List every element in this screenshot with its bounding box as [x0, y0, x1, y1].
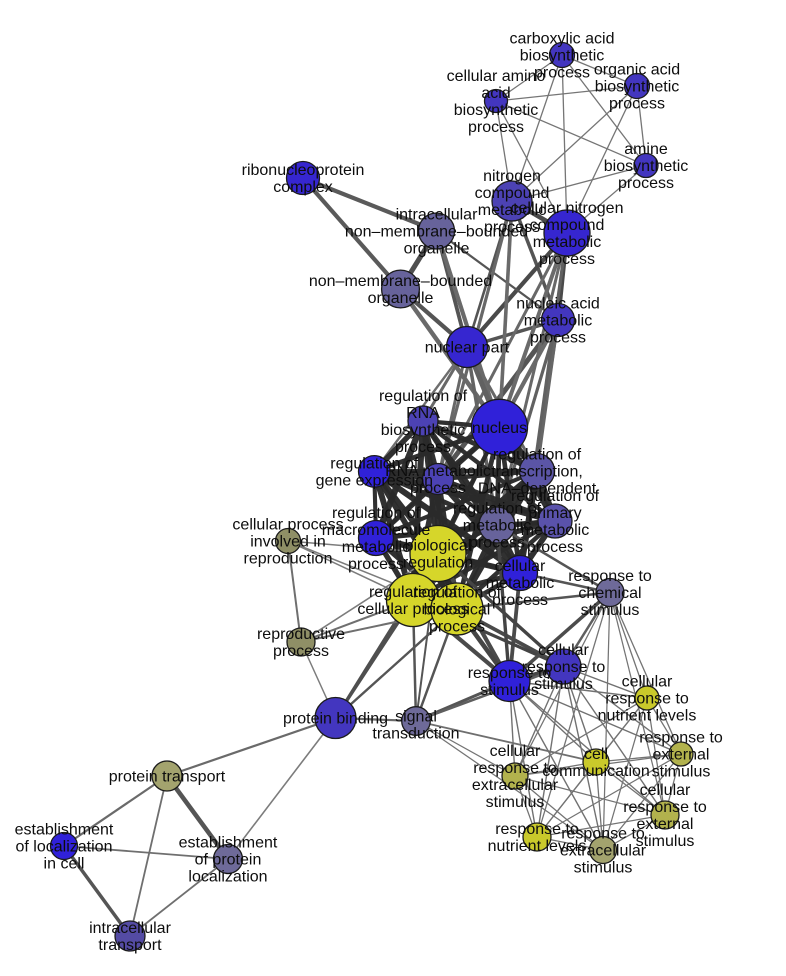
svg-text:ribonucleoprotein: ribonucleoprotein: [242, 162, 365, 179]
svg-text:regulation: regulation: [403, 555, 473, 572]
svg-text:in cell: in cell: [44, 856, 85, 873]
svg-text:nitrogen: nitrogen: [483, 168, 541, 185]
svg-text:carboxylic acid: carboxylic acid: [510, 31, 615, 48]
svg-text:RNA metabolic: RNA metabolic: [385, 463, 491, 480]
svg-text:localization: localization: [188, 869, 267, 886]
svg-text:biosynthetic: biosynthetic: [454, 102, 539, 119]
svg-text:protein binding: protein binding: [283, 711, 388, 728]
svg-text:nucleus: nucleus: [472, 420, 527, 437]
svg-text:organelle: organelle: [368, 290, 434, 307]
svg-text:biosynthetic: biosynthetic: [595, 79, 680, 96]
svg-text:process: process: [539, 251, 595, 268]
svg-text:reproductive: reproductive: [257, 626, 345, 643]
svg-text:cellular: cellular: [538, 642, 589, 659]
svg-text:stimulus: stimulus: [534, 676, 593, 693]
svg-text:nutrient levels: nutrient levels: [598, 708, 697, 725]
svg-text:organelle: organelle: [404, 241, 470, 258]
svg-text:cellular nitrogen: cellular nitrogen: [511, 200, 624, 217]
svg-text:establishment: establishment: [179, 835, 278, 852]
svg-text:protein transport: protein transport: [109, 769, 226, 786]
svg-text:transduction: transduction: [372, 726, 459, 743]
svg-text:RNA: RNA: [406, 405, 440, 422]
svg-text:regulation of: regulation of: [493, 447, 582, 464]
svg-text:intracellular: intracellular: [89, 920, 171, 937]
svg-text:process: process: [410, 480, 466, 497]
svg-text:involved in: involved in: [250, 534, 326, 551]
svg-text:complex: complex: [273, 179, 333, 196]
svg-text:regulation of: regulation of: [379, 388, 468, 405]
svg-text:process: process: [530, 330, 586, 347]
svg-text:organic acid: organic acid: [594, 62, 680, 79]
svg-text:signal: signal: [395, 709, 437, 726]
svg-text:response to: response to: [605, 691, 689, 708]
svg-text:response to: response to: [568, 568, 652, 585]
svg-text:transport: transport: [98, 937, 162, 954]
svg-text:process: process: [395, 439, 451, 456]
svg-text:stimulus: stimulus: [581, 602, 640, 619]
svg-text:intracellular: intracellular: [396, 207, 478, 224]
svg-text:stimulus: stimulus: [480, 682, 539, 699]
svg-text:stimulus: stimulus: [486, 794, 545, 811]
svg-text:regulation of: regulation of: [511, 488, 600, 505]
svg-text:establishment: establishment: [15, 822, 114, 839]
svg-text:response to: response to: [522, 659, 606, 676]
svg-text:biological: biological: [405, 538, 472, 555]
svg-text:process: process: [348, 556, 404, 573]
svg-text:amine: amine: [624, 141, 668, 158]
svg-text:nuclear part: nuclear part: [425, 340, 510, 357]
svg-text:external: external: [637, 816, 694, 833]
svg-text:external: external: [653, 747, 710, 764]
svg-text:non–membrane–bounded: non–membrane–bounded: [345, 224, 528, 241]
svg-text:stimulus: stimulus: [574, 860, 633, 877]
svg-text:primary: primary: [528, 505, 581, 522]
svg-text:reproduction: reproduction: [244, 551, 333, 568]
svg-text:process: process: [469, 535, 525, 552]
svg-text:chemical: chemical: [578, 585, 641, 602]
svg-text:response to: response to: [639, 730, 723, 747]
svg-text:response to: response to: [561, 826, 645, 843]
svg-text:extracellular: extracellular: [560, 843, 647, 860]
svg-text:process: process: [429, 619, 485, 636]
svg-text:of protein: of protein: [195, 852, 262, 869]
svg-text:of localization: of localization: [16, 839, 113, 856]
svg-text:metabolic: metabolic: [342, 539, 410, 556]
svg-text:process: process: [618, 175, 674, 192]
svg-text:process: process: [609, 96, 665, 113]
svg-text:cellular: cellular: [622, 674, 673, 691]
svg-text:stimulus: stimulus: [652, 764, 711, 781]
svg-text:process: process: [273, 643, 329, 660]
svg-text:cellular: cellular: [495, 558, 546, 575]
svg-text:biosynthetic: biosynthetic: [520, 48, 605, 65]
svg-text:biological: biological: [424, 602, 491, 619]
svg-text:communication: communication: [542, 763, 650, 780]
svg-text:process: process: [527, 539, 583, 556]
svg-text:cellular: cellular: [490, 743, 541, 760]
svg-text:metabolic: metabolic: [521, 522, 589, 539]
svg-text:process: process: [468, 119, 524, 136]
svg-text:non–membrane–bounded: non–membrane–bounded: [309, 273, 492, 290]
svg-text:cellular amino: cellular amino: [447, 68, 546, 85]
svg-text:biosynthetic: biosynthetic: [381, 422, 466, 439]
svg-text:cell: cell: [584, 746, 608, 763]
svg-text:acid: acid: [481, 85, 510, 102]
svg-text:metabolic: metabolic: [533, 234, 601, 251]
svg-text:regulation of: regulation of: [413, 585, 502, 602]
svg-text:transcription,: transcription,: [491, 464, 583, 481]
svg-text:cellular: cellular: [640, 782, 691, 799]
svg-text:biosynthetic: biosynthetic: [604, 158, 689, 175]
svg-text:response to: response to: [473, 760, 557, 777]
svg-text:metabolic: metabolic: [524, 313, 592, 330]
svg-text:extracellular: extracellular: [472, 777, 559, 794]
svg-text:nucleic acid: nucleic acid: [516, 296, 600, 313]
svg-text:response to: response to: [623, 799, 707, 816]
svg-text:compound: compound: [530, 217, 605, 234]
svg-text:regulation of: regulation of: [332, 505, 421, 522]
svg-text:cellular process: cellular process: [232, 517, 343, 534]
